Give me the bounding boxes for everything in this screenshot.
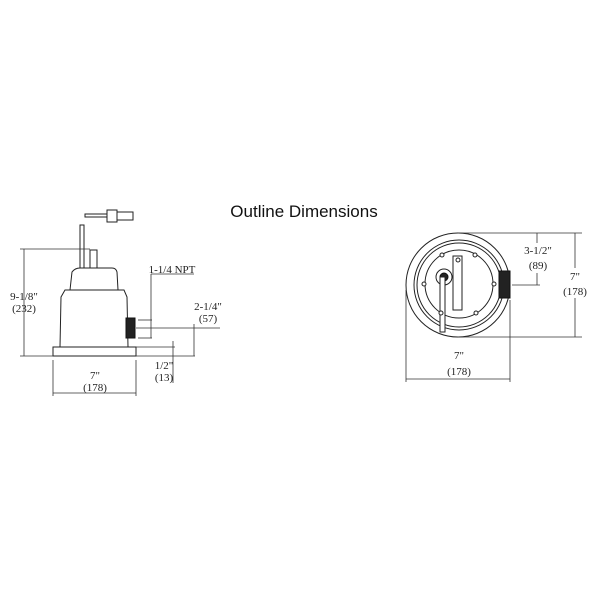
offset-mm-label: (89) <box>529 260 548 272</box>
side-view-dimension-lines: 9-1/8" (232) 1-1/4 NPT 2-1/4" (57) 1/2" … <box>10 248 222 396</box>
cord-riser <box>79 224 85 269</box>
power-cord-top <box>439 276 446 333</box>
vent-tube <box>89 249 98 269</box>
depth-mm-label: (178) <box>563 286 587 298</box>
handle <box>452 255 463 311</box>
height-in-label: 9-1/8" <box>10 291 38 303</box>
outlet-height-in-label: 2-1/4" <box>194 301 222 313</box>
diagram-title: Outline Dimensions <box>230 202 377 221</box>
base-in-label: 1/2" <box>155 360 174 372</box>
pump-base <box>52 346 137 357</box>
top-view-pump <box>405 232 511 338</box>
top-width-mm-label: (178) <box>447 366 471 378</box>
height-mm-label: (232) <box>12 303 36 315</box>
width-mm-label: (178) <box>83 382 107 394</box>
top-width-in-label: 7" <box>454 350 464 362</box>
power-cord <box>84 213 110 218</box>
width-in-label: 7" <box>90 370 100 382</box>
plug-prongs <box>116 211 134 221</box>
base-mm-label: (13) <box>155 372 174 384</box>
pump-body <box>59 289 129 348</box>
plug-body <box>106 209 118 223</box>
discharge-outlet-top <box>498 270 511 299</box>
motor-cap <box>69 267 119 291</box>
discharge-outlet <box>125 317 136 339</box>
outlet-height-mm-label: (57) <box>199 313 218 325</box>
offset-in-label: 3-1/2" <box>524 245 552 257</box>
npt-label: 1-1/4 NPT <box>149 264 196 276</box>
top-view-dimension-lines: 3-1/2" (89) 7" (178) 7" (178) <box>405 232 592 382</box>
depth-in-label: 7" <box>570 271 580 283</box>
side-view-pump <box>52 209 137 357</box>
